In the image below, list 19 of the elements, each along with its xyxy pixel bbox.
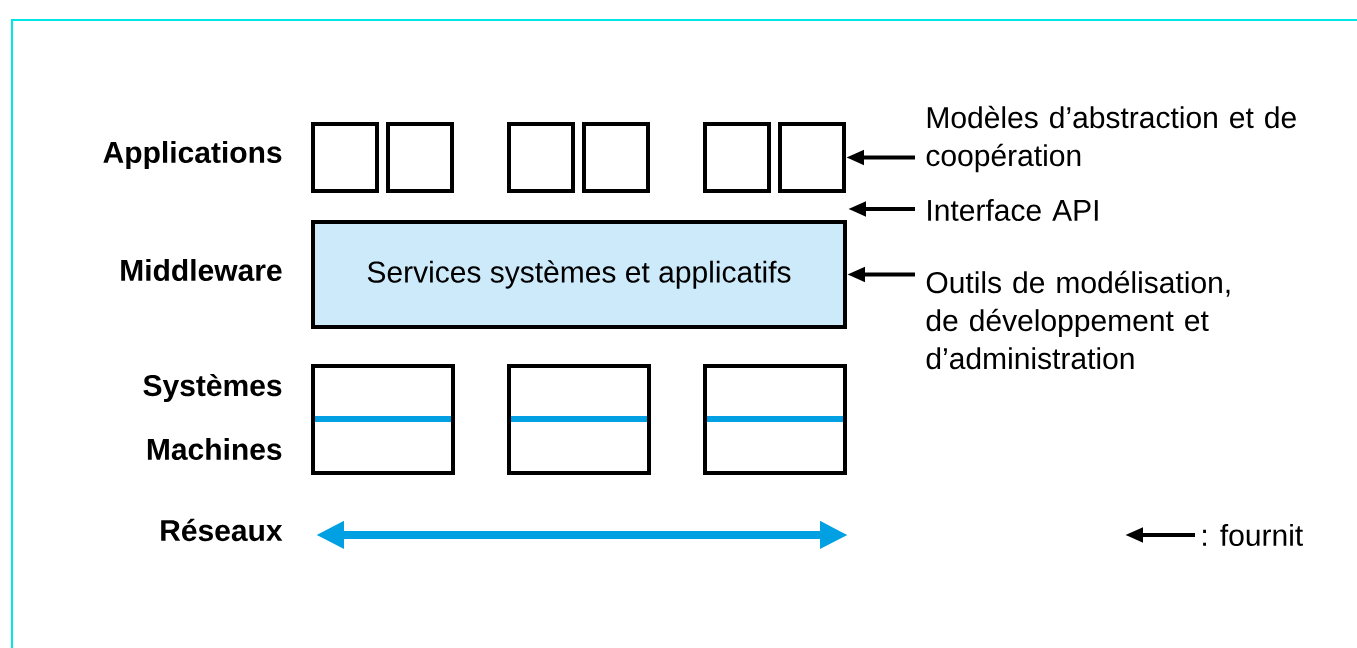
layer-label: Systèmes — [143, 373, 282, 403]
layer-label: Réseaux — [161, 518, 283, 542]
application-box — [703, 122, 771, 193]
middleware-box: Services systèmes et applicatifs — [311, 220, 847, 329]
application-box — [311, 122, 379, 193]
application-box — [582, 122, 650, 193]
annotation-text: Interface API — [928, 199, 1098, 221]
system-machine-box — [507, 364, 651, 475]
layer-label: Machines — [147, 438, 282, 460]
annotation-text: Modèles d’abstraction et de coopération — [926, 105, 1296, 173]
layer-label: Applications — [103, 141, 282, 169]
application-box — [778, 122, 846, 193]
application-box — [507, 122, 575, 193]
legend-text: : fournit — [1203, 524, 1303, 546]
annotation-text: Outils de modélisation, de développement et d’administration — [926, 270, 1230, 370]
application-box — [386, 122, 454, 193]
system-machine-box — [311, 364, 455, 475]
layer-label: Middleware — [121, 259, 282, 281]
system-machine-box — [703, 364, 847, 475]
